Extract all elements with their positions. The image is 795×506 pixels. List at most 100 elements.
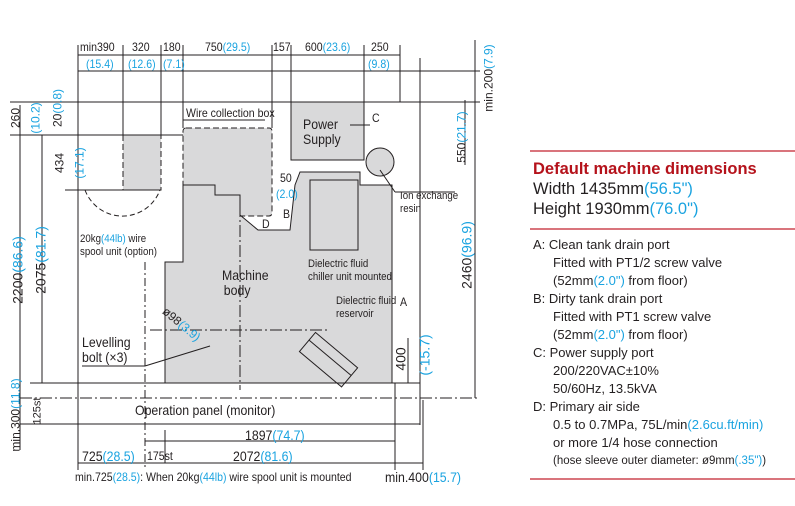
p: (.35") [734, 455, 763, 467]
dim-1897: 1897(74.7) [245, 428, 305, 443]
p: (2.0") [593, 273, 625, 288]
v: 2075 [32, 262, 49, 294]
dim-175st: 175st [147, 449, 173, 463]
operation-panel [298, 331, 359, 388]
dim-2072: 2072(81.6) [233, 449, 293, 464]
spool-unit [122, 134, 162, 191]
d: (44lb) [199, 470, 227, 484]
i: (0.8) [50, 88, 65, 114]
v: 550 [454, 142, 469, 163]
dim-125st: 125st [31, 397, 44, 425]
dim-400-in: (-15.7) [416, 334, 433, 376]
v: 750 [205, 40, 223, 54]
c-title: C: Power supply port [533, 345, 654, 360]
dim-400: 400 [392, 347, 409, 371]
v: min.300 [8, 408, 23, 452]
dim-2200: 2200(86.6) [9, 236, 26, 304]
port-list: A: Clean tank drain port Fitted with PT1… [533, 236, 795, 470]
divider [530, 150, 795, 152]
dim-20: 20(0.8) [50, 88, 65, 128]
i: (74.7) [272, 427, 305, 443]
power-supply-box [290, 101, 365, 161]
dim-550: 550(21.7) [454, 111, 469, 163]
i: (76.0") [649, 200, 699, 218]
d-line2: 0.5 to 0.7MPa, 75L/min(2.6cu.ft/min) [533, 416, 795, 434]
dim-600: 600(23.6) [305, 41, 350, 54]
panel-title: Default machine dimensions [533, 160, 757, 178]
v: min.200 [481, 68, 496, 112]
spec-panel: Default machine dimensions Width 1435mm(… [530, 150, 795, 480]
v: 260 [8, 107, 23, 129]
l1: Ion exchange [400, 190, 459, 202]
a-line2: Fitted with PT1/2 screw valve [553, 255, 723, 270]
dim-260: 260 [8, 107, 23, 129]
l1: Power [303, 116, 338, 132]
l2: spool unit (option) [80, 246, 157, 258]
c-line2: 200/220VAC±10% [553, 363, 659, 378]
c: : When 20kg [140, 470, 200, 484]
c-line3: 50/60Hz, 13.5kVA [553, 381, 657, 396]
l1b: (44lb) [100, 233, 126, 245]
b-line2: Fitted with PT1 screw valve [553, 309, 712, 324]
dim-min400: min.400(15.7) [385, 470, 461, 485]
i: (29.5) [222, 40, 251, 54]
dim-50-in: (2.0) [276, 187, 298, 201]
p: from floor) [624, 327, 688, 342]
l2: Supply [303, 131, 341, 147]
p: 0.5 to 0.7MPa, 75L/min [553, 417, 688, 432]
label-wire-collection-box: Wire collection box [186, 106, 275, 120]
v: 600 [305, 40, 323, 54]
dim-180-in: (7.1) [163, 57, 185, 71]
v: 20 [50, 113, 65, 128]
l2: bolt (×3) [82, 349, 128, 365]
i: (81.7) [32, 226, 49, 263]
p: ) [762, 455, 767, 467]
p: (52mm [553, 273, 594, 288]
dim-min300: min.300(11.8) [8, 378, 23, 452]
dim-250-in: (9.8) [368, 57, 390, 71]
i: (86.6) [9, 236, 26, 273]
height-spec: Height 1930mm(76.0") [533, 199, 795, 219]
l2: body [223, 282, 251, 298]
dim-180: 180 [163, 40, 181, 54]
dim-434-in: (17.1) [72, 147, 87, 179]
l1: Machine [222, 267, 269, 283]
d-title: D: Primary air side [533, 399, 640, 414]
l1c: wire [125, 233, 147, 245]
footnote-spool-clearance: min.725(28.5): When 20kg(44lb) wire spoo… [75, 471, 351, 484]
l2: resin [400, 203, 421, 215]
divider [530, 478, 795, 480]
dim-2460: 2460(96.9) [458, 221, 475, 289]
ion-exchange-resin [365, 147, 395, 177]
i: (23.6) [322, 40, 351, 54]
dim-min390: min390 [80, 40, 115, 54]
l2: reservoir [336, 308, 374, 320]
d-line4: (hose sleeve outer diameter: ø9mm(.35")) [533, 452, 795, 470]
divider [530, 228, 795, 230]
label-a: A [400, 295, 408, 309]
dim-min390-in: (15.4) [86, 57, 114, 71]
i: (7.9) [481, 44, 496, 69]
v: Height 1930mm [533, 200, 650, 218]
dim-2075: 2075(81.7) [32, 226, 49, 294]
dim-50: 50 [280, 171, 292, 185]
i: (56.5") [643, 180, 693, 198]
p: (2.0") [593, 327, 625, 342]
label-operation-panel: Operation panel (monitor) [135, 402, 276, 418]
p: (2.6cu.ft/min) [687, 417, 764, 432]
b: (28.5) [112, 470, 141, 484]
dim-434: 434 [52, 152, 67, 174]
dim-157: 157 [273, 40, 291, 54]
v: Width 1435mm [533, 180, 644, 198]
i: (15.7) [428, 469, 462, 485]
b-line3: (52mm(2.0") from floor) [533, 326, 795, 344]
a: min.725 [75, 470, 113, 484]
v: 2460 [458, 257, 475, 289]
v: 725 [82, 448, 103, 464]
v: min.400 [385, 469, 429, 485]
p: from floor) [624, 273, 688, 288]
